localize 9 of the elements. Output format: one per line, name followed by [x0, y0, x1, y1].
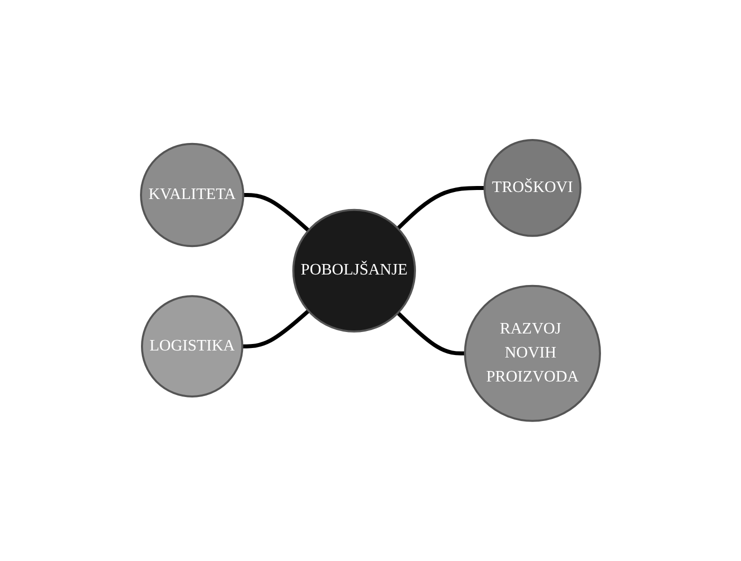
connector: [396, 312, 465, 356]
connector: [396, 186, 485, 230]
connector: [242, 309, 310, 348]
connector: [243, 193, 310, 232]
node-circle: TROŠKOVI: [484, 139, 582, 237]
node-circle: POBOLJŠANJE: [292, 208, 416, 333]
node-circle: LOGISTIKA: [140, 295, 244, 398]
node-circle: KVALITETA: [140, 142, 244, 248]
node-circle: RAZVOJ NOVIH PROIZVODA: [464, 284, 601, 422]
